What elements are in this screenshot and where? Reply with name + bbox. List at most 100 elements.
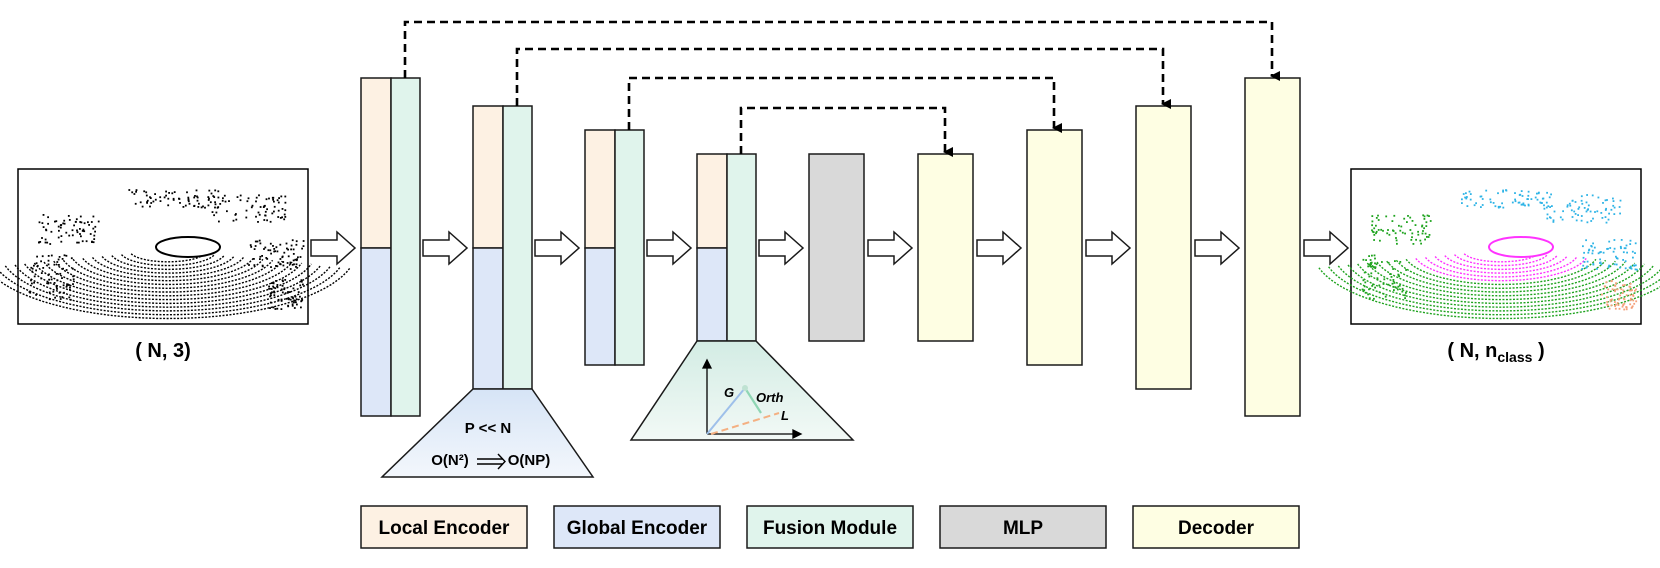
lidar-point	[273, 291, 275, 293]
legend-global-encoder	[553, 505, 721, 549]
lidar-point	[56, 288, 58, 290]
lidar-point	[1597, 196, 1600, 199]
lidar-ring	[1434, 256, 1568, 274]
lidar-point	[187, 199, 190, 202]
lidar-point	[1364, 291, 1367, 294]
lidar-point	[1580, 219, 1583, 222]
lidar-point	[226, 210, 228, 213]
lidar-point	[83, 230, 86, 233]
lidar-point	[269, 292, 272, 295]
lidar-point	[35, 262, 38, 265]
lidar-point	[165, 190, 167, 193]
lidar-point	[1401, 290, 1404, 293]
lidar-ring	[53, 260, 283, 293]
lidar-point	[224, 200, 227, 203]
lidar-point	[48, 273, 50, 276]
lidar-point	[273, 250, 276, 253]
lidar-point	[235, 218, 238, 221]
lidar-point	[273, 248, 276, 250]
lidar-point	[1615, 255, 1617, 258]
lidar-point	[278, 197, 280, 199]
lidar-point	[1422, 230, 1424, 232]
lidar-point	[41, 222, 44, 224]
lidar-point	[272, 245, 274, 247]
lidar-point	[1390, 276, 1393, 278]
lidar-point	[213, 214, 215, 217]
lidar-point	[1628, 289, 1631, 292]
lidar-point	[1569, 204, 1572, 207]
lidar-point	[1633, 264, 1635, 267]
lidar-point	[76, 241, 78, 244]
lidar-point	[55, 286, 58, 289]
lidar-point	[1587, 251, 1590, 254]
lidar-point	[1394, 286, 1397, 289]
lidar-point	[1575, 219, 1578, 222]
lidar-point	[1404, 232, 1406, 235]
lidar-point	[77, 241, 80, 244]
lidar-point	[269, 242, 272, 245]
lidar-point	[178, 197, 180, 200]
lidar-point	[1629, 239, 1632, 242]
lidar-point	[1615, 303, 1617, 306]
lidar-point	[48, 278, 50, 281]
lidar-point	[1596, 210, 1599, 213]
lidar-point	[1399, 261, 1402, 263]
lidar-point	[1387, 283, 1390, 286]
lidar-point	[1497, 205, 1500, 208]
lidar-point	[1374, 266, 1377, 269]
lidar-point	[1423, 227, 1425, 230]
lidar-point	[284, 292, 287, 295]
lidar-point	[58, 264, 60, 266]
lidar-point	[290, 248, 292, 251]
lidar-point	[258, 213, 261, 216]
lidar-point	[56, 279, 59, 282]
lidar-point	[284, 201, 287, 204]
lidar-point	[93, 238, 96, 240]
lidar-point	[1481, 198, 1484, 200]
lidar-point	[1624, 247, 1627, 250]
lidar-point	[1550, 193, 1552, 196]
lidar-point	[274, 250, 276, 253]
lidar-point	[50, 230, 53, 233]
lidar-point	[1631, 306, 1633, 309]
lidar-point	[207, 204, 210, 207]
lidar-point	[1465, 192, 1467, 195]
lidar-point	[53, 282, 56, 284]
lidar-point	[1608, 212, 1610, 215]
lidar-point	[1522, 202, 1525, 205]
lidar-point	[47, 263, 50, 266]
lidar-point	[1466, 196, 1468, 198]
lidar-point	[82, 228, 85, 231]
lidar-point	[1580, 199, 1583, 202]
lidar-point	[1571, 216, 1574, 218]
lidar-point	[255, 196, 258, 199]
lidar-point	[288, 291, 291, 293]
lidar-point	[1419, 239, 1422, 242]
lidar-point	[53, 263, 56, 266]
lidar-point	[1376, 277, 1379, 280]
legend-decoder-label: Decoder	[1178, 518, 1255, 539]
lidar-point	[1377, 214, 1379, 217]
lidar-point	[194, 195, 196, 197]
lidar-point	[282, 280, 284, 283]
lidar-point	[275, 265, 277, 267]
lidar-point	[1609, 300, 1612, 303]
lidar-point	[1605, 207, 1607, 210]
flow-arrow-icon	[976, 230, 1023, 266]
lidar-point	[1547, 205, 1550, 208]
lidar-ring	[1415, 257, 1587, 282]
lidar-point	[149, 197, 152, 199]
lidar-point	[1633, 302, 1636, 305]
lidar-point	[1577, 214, 1579, 216]
lidar-point	[1609, 299, 1612, 301]
lidar-point	[1502, 190, 1504, 193]
lidar-point	[1632, 295, 1635, 297]
lidar-point	[47, 255, 50, 257]
lidar-point	[42, 214, 45, 216]
lidar-point	[1605, 281, 1608, 284]
lidar-point	[159, 200, 162, 202]
lidar-point	[1374, 267, 1377, 270]
lidar-point	[259, 258, 261, 260]
lidar-point	[1410, 239, 1413, 241]
lidar-point	[281, 284, 284, 287]
